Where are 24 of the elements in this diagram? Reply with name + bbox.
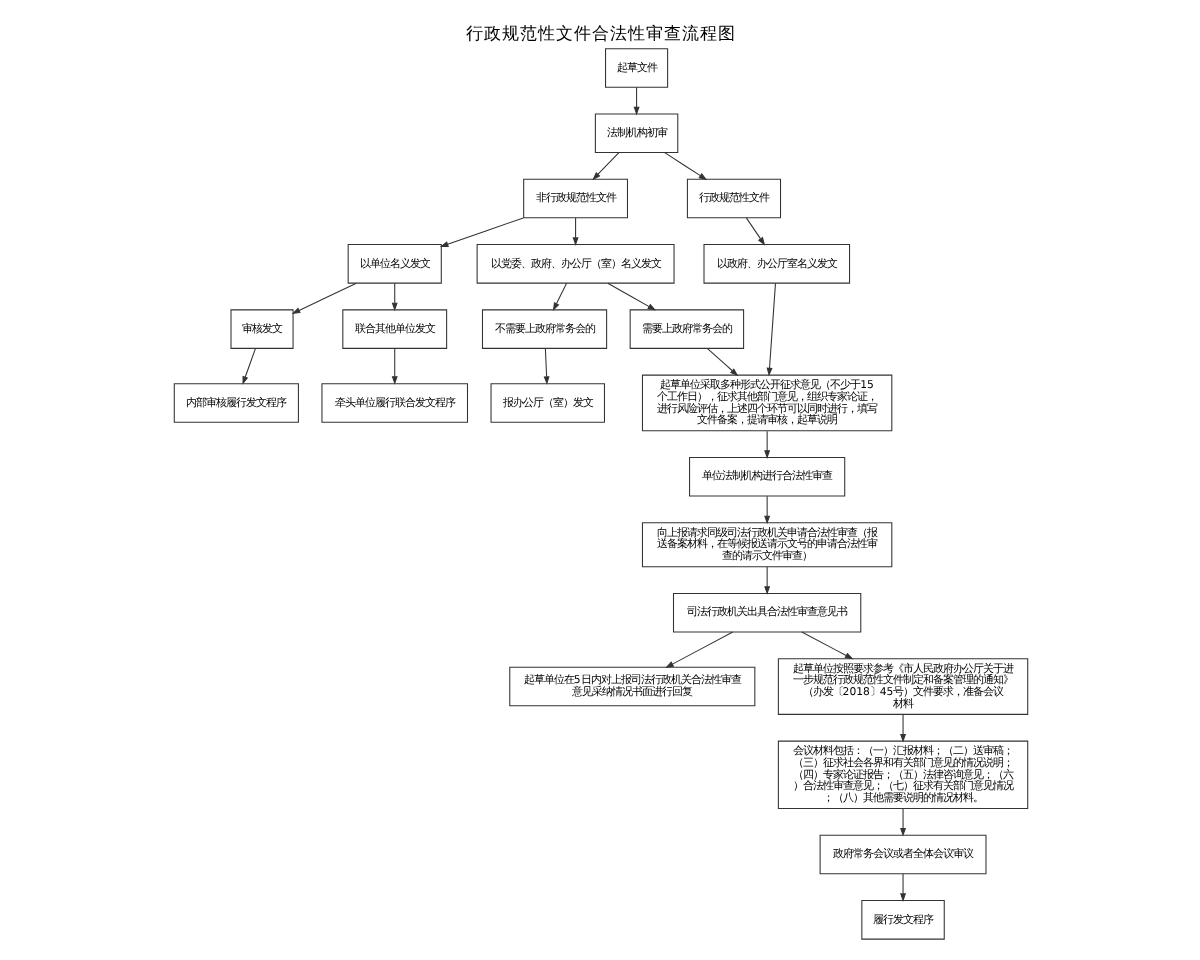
arrow [899, 808, 906, 837]
arrow [571, 217, 578, 246]
arrow [744, 217, 765, 246]
arrow [438, 217, 523, 247]
arrow [899, 713, 906, 743]
arrow [763, 495, 770, 525]
arrow [390, 348, 397, 385]
arrow [706, 348, 738, 377]
arrow [899, 873, 906, 902]
arrow [290, 282, 356, 314]
arrow [591, 152, 619, 181]
arrow [390, 282, 397, 312]
arrow [663, 152, 707, 181]
arrow [763, 430, 770, 459]
arrow [551, 282, 567, 312]
arrow [241, 348, 255, 385]
arrow [606, 282, 656, 311]
arrow [800, 631, 853, 660]
arrow [763, 566, 770, 595]
arrow [632, 86, 639, 116]
arrow [765, 282, 775, 377]
diagram-title: 行政规范性文件合法性审查流程图 [465, 24, 735, 45]
arrow [542, 348, 549, 385]
arrow [664, 631, 733, 668]
